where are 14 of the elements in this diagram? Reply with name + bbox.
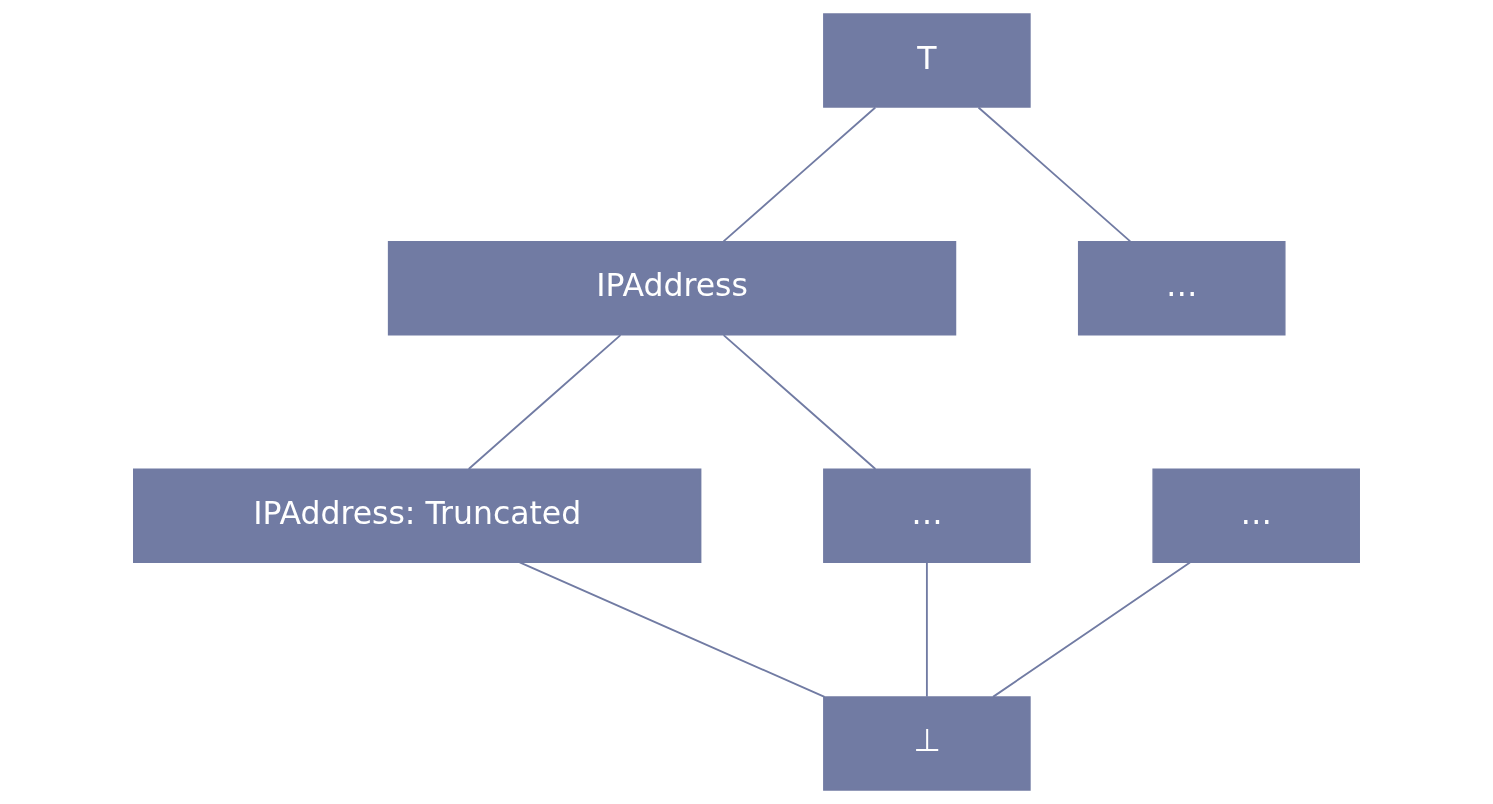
node-box: IPAddress [387, 240, 957, 336]
connector [467, 334, 622, 470]
connector [518, 561, 826, 698]
connector [992, 561, 1191, 698]
connector [925, 561, 928, 698]
connector [977, 106, 1132, 243]
node-box: … [1077, 240, 1286, 336]
node-box: ⊥ [823, 696, 1031, 791]
connector [722, 106, 877, 243]
connector [722, 334, 877, 470]
node-box: … [1152, 468, 1360, 564]
node-box: … [823, 468, 1031, 564]
node-box: T [823, 13, 1031, 108]
node-box: IPAddress: Truncated [133, 468, 702, 564]
